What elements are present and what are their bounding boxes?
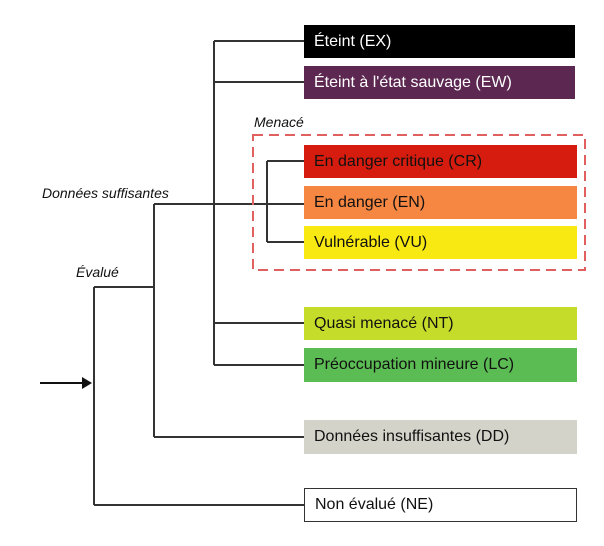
category-ex: Éteint (EX) [304,25,575,58]
category-ne: Non évalué (NE) [304,488,577,522]
tree-branches [93,40,304,506]
category-ew: Éteint à l'état sauvage (EW) [304,66,575,99]
threatened-label: Menacé [254,114,304,130]
evaluated-label: Évalué [76,264,119,280]
category-nt: Quasi menacé (NT) [304,307,577,340]
category-dd: Données insuffisantes (DD) [304,420,577,454]
adequate-data-label: Données suffisantes [42,185,169,201]
threatened-group-border [252,134,586,271]
entry-arrow-head [82,377,92,389]
category-lc: Préoccupation mineure (LC) [304,348,577,382]
category-cr: En danger critique (CR) [304,145,577,178]
category-vu: Vulnérable (VU) [304,226,577,259]
category-en: En danger (EN) [304,186,577,219]
